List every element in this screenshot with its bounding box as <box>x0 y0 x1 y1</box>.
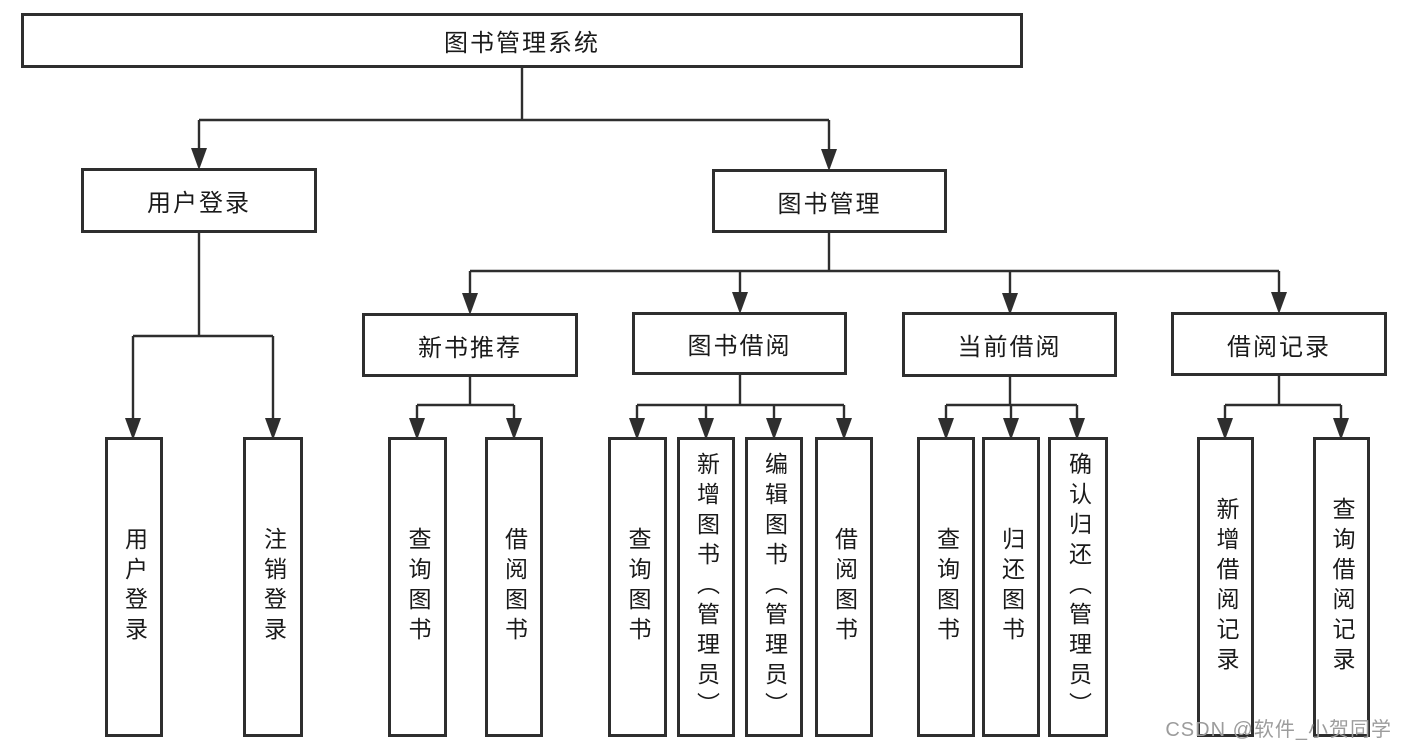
node-library-system-label: 图书管理系统 <box>444 30 600 57</box>
node-library-system: 图书管理系统 <box>21 13 1023 68</box>
leaf-borrow-borrow-books: 借阅图书 <box>815 437 873 737</box>
leaf-edit-book-admin-label: 编辑图书（管理员） <box>761 452 788 722</box>
arrowheads <box>125 148 1349 440</box>
node-new-book-recommend: 新书推荐 <box>362 313 578 377</box>
leaf-confirm-return-admin-label: 确认归还（管理员） <box>1065 452 1092 722</box>
node-borrow-records: 借阅记录 <box>1171 312 1387 376</box>
leaf-return-book-label: 归还图书 <box>998 527 1025 647</box>
node-book-borrow: 图书借阅 <box>632 312 847 375</box>
node-book-management-label: 图书管理 <box>777 190 882 218</box>
leaf-logout-label: 注销登录 <box>260 527 287 647</box>
leaf-borrow-borrow-books-label: 借阅图书 <box>831 527 858 647</box>
leaf-return-book: 归还图书 <box>982 437 1040 737</box>
node-current-borrow: 当前借阅 <box>902 312 1117 377</box>
leaf-current-query-books: 查询图书 <box>917 437 975 737</box>
leaf-add-borrow-record: 新增借阅记录 <box>1197 437 1254 737</box>
leaf-borrow-query-books: 查询图书 <box>608 437 667 737</box>
leaf-user-login: 用户登录 <box>105 437 163 737</box>
leaf-current-query-books-label: 查询图书 <box>933 527 960 647</box>
node-borrow-records-label: 借阅记录 <box>1227 333 1331 361</box>
node-book-borrow-label: 图书借阅 <box>687 333 792 360</box>
csdn-watermark: CSDN @软件_小贺同学 <box>1165 719 1392 741</box>
leaf-add-book-admin-label: 新增图书（管理员） <box>693 452 720 722</box>
node-new-book-recommend-label: 新书推荐 <box>418 334 522 362</box>
leaf-logout: 注销登录 <box>243 437 303 737</box>
leaf-newbook-query-books: 查询图书 <box>388 437 447 737</box>
leaf-edit-book-admin: 编辑图书（管理员） <box>745 437 803 737</box>
leaf-query-borrow-record-label: 查询借阅记录 <box>1329 497 1355 677</box>
leaf-add-borrow-record-label: 新增借阅记录 <box>1213 497 1239 677</box>
node-book-management: 图书管理 <box>712 169 947 233</box>
leaf-add-book-admin: 新增图书（管理员） <box>677 437 735 737</box>
node-user-login-label: 用户登录 <box>147 190 251 217</box>
connector-stems <box>131 68 1343 421</box>
leaf-newbook-borrow-books: 借阅图书 <box>485 437 543 737</box>
leaf-newbook-borrow-books-label: 借阅图书 <box>501 527 528 647</box>
leaf-newbook-query-books-label: 查询图书 <box>405 527 431 647</box>
node-current-borrow-label: 当前借阅 <box>957 334 1062 361</box>
leaf-confirm-return-admin: 确认归还（管理员） <box>1048 437 1108 737</box>
leaf-user-login-label: 用户登录 <box>121 527 148 647</box>
node-user-login: 用户登录 <box>81 168 317 233</box>
leaf-borrow-query-books-label: 查询图书 <box>625 527 651 647</box>
leaf-query-borrow-record: 查询借阅记录 <box>1313 437 1370 737</box>
